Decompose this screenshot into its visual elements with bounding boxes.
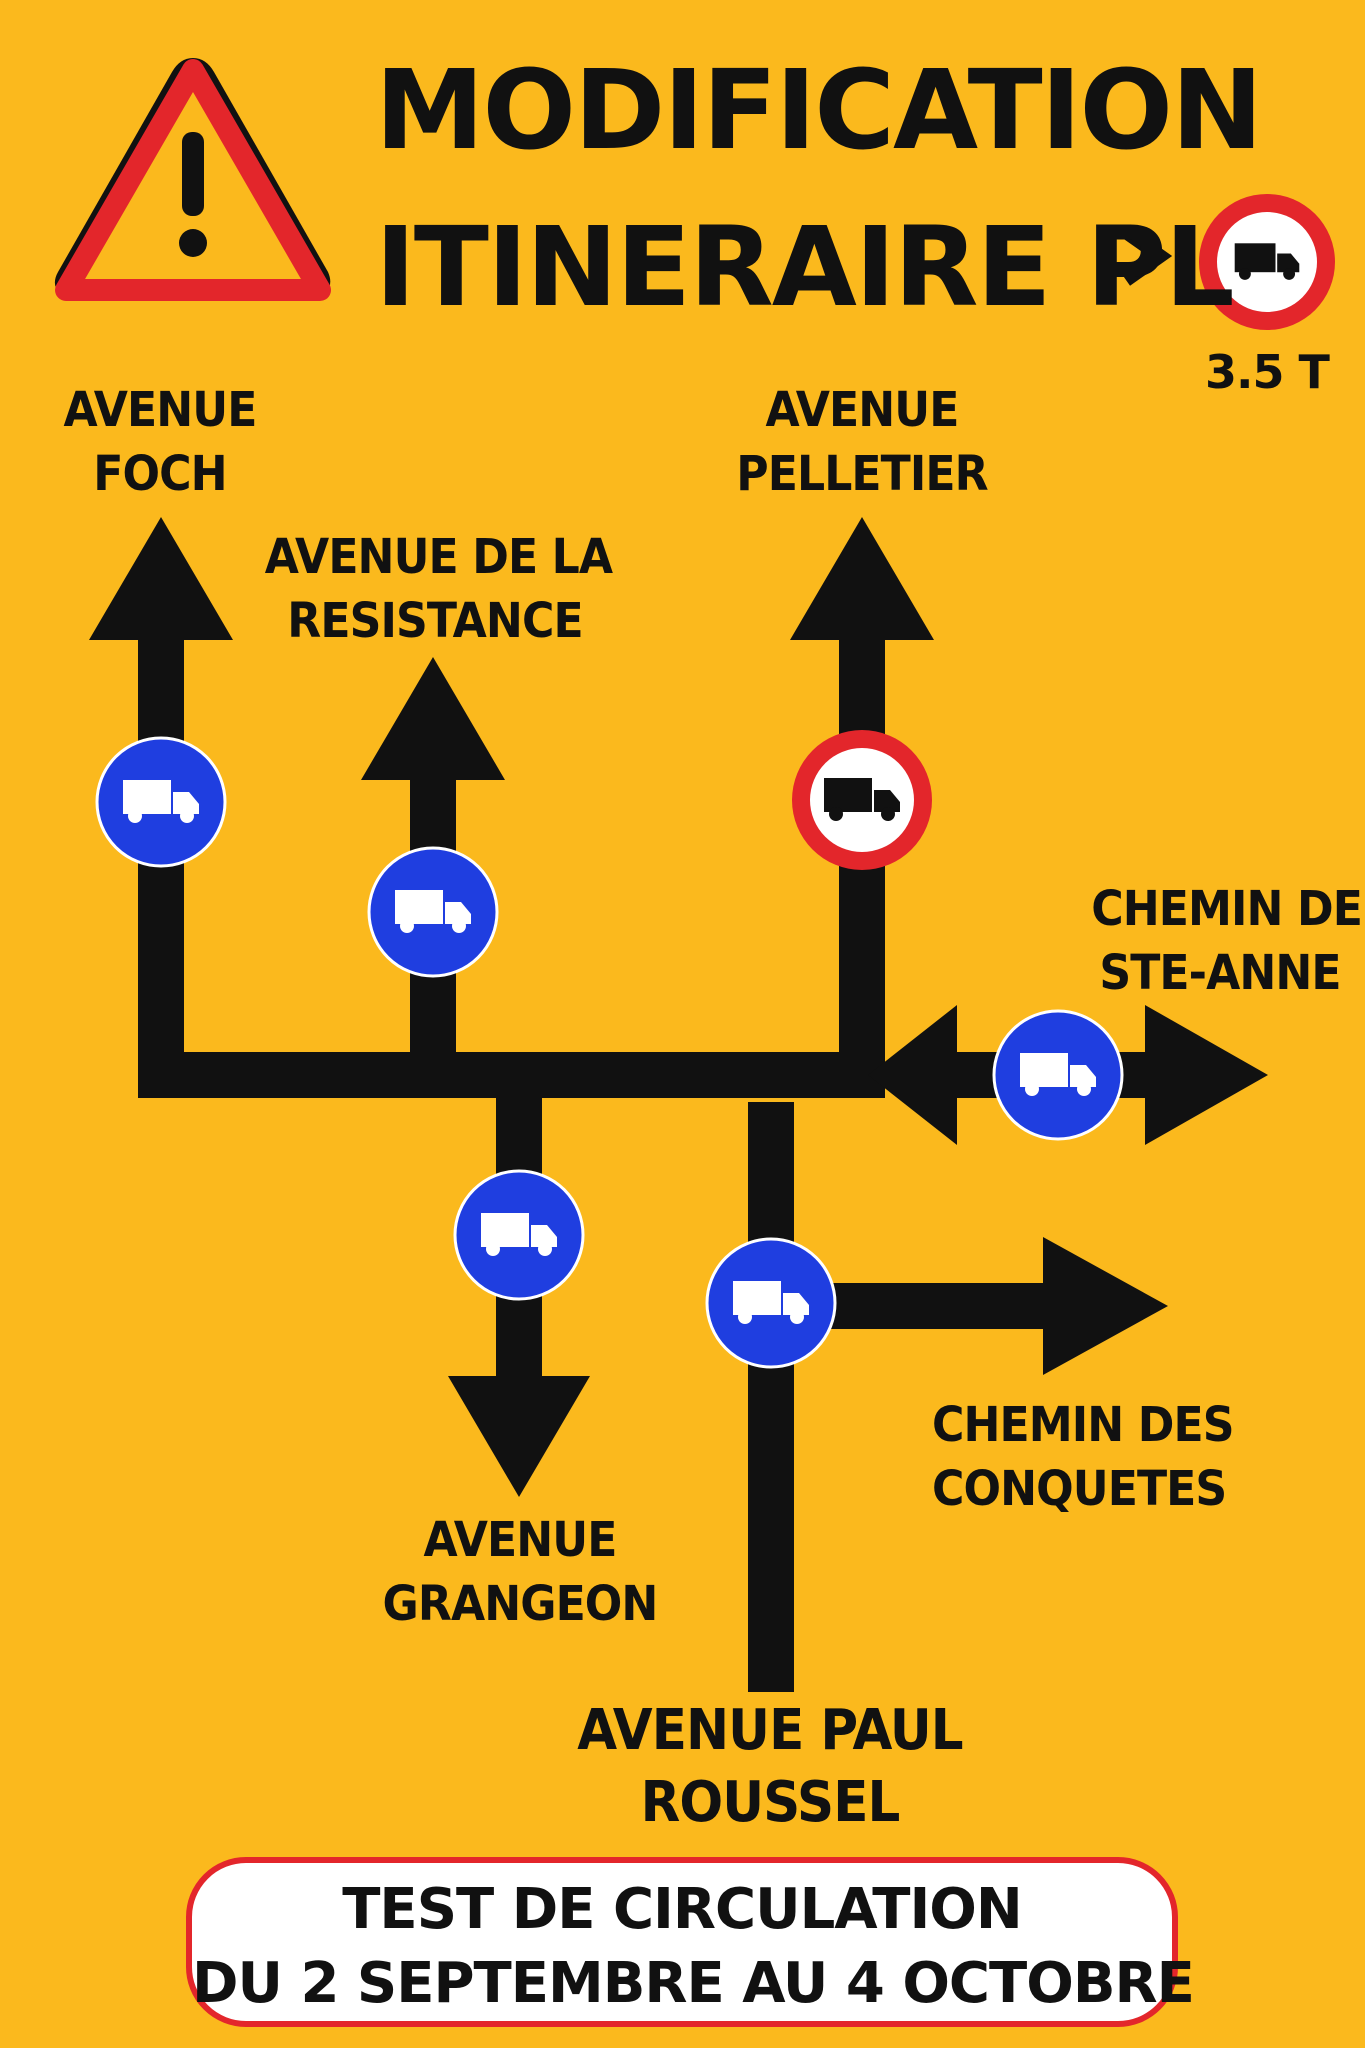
truck-route-sign-icon [95,736,227,868]
footer-line-2: DU 2 SEPTEMBRE AU 4 OCTOBRE [192,1951,1195,2016]
footer-panel: TEST DE CIRCULATION DU 2 SEPTEMBRE AU 4 … [186,1857,1195,2027]
footer-line-1: TEST DE CIRCULATION [342,1877,1023,1942]
title-line-2: ITINERAIRE PL [375,203,1235,331]
no-trucks-sign-icon [1199,194,1335,330]
truck-route-sign-icon [705,1237,837,1369]
header-arrow-icon [1121,226,1173,286]
truck-route-sign-icon [992,1009,1124,1141]
main-road-bar [138,1052,880,1098]
title-line-1: MODIFICATION [375,46,1263,174]
road-paul-roussel [748,1102,794,1692]
no-trucks-sign-icon [792,730,932,870]
truck-route-sign-icon [453,1169,585,1301]
weight-limit-label: 3.5 T [1205,345,1330,399]
warning-triangle-icon [54,58,331,301]
truck-route-sign-icon [367,846,499,978]
